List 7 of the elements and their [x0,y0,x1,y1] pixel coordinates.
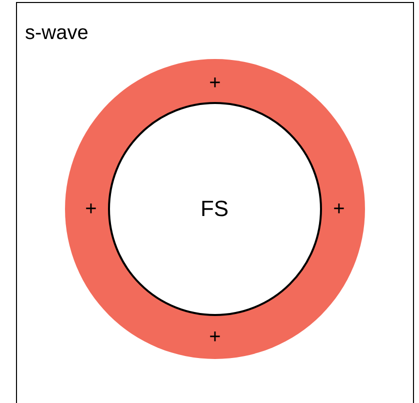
panel-title: s-wave [25,23,88,43]
sign-label: + [85,199,97,219]
sign-label: + [209,327,221,347]
sign-label: + [333,199,345,219]
panel-frame [16,2,414,403]
sign-label: + [209,73,221,93]
circle-label: FS [200,198,229,220]
